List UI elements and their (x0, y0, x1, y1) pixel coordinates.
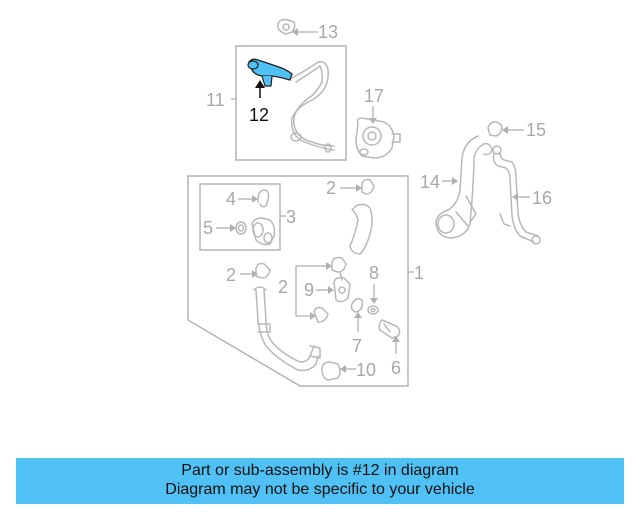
assembly-box-3 (199, 183, 281, 251)
callout-2-left: 2 (226, 265, 236, 285)
part-9-valve (333, 276, 351, 303)
part-8-washer (367, 305, 379, 315)
callout-17: 17 (364, 86, 384, 106)
callout-1: 1 (414, 263, 424, 283)
part-5-oring (235, 221, 247, 235)
part-2-clip-top (361, 178, 375, 195)
callout-13: 13 (318, 22, 338, 42)
callout-2-top: 2 (326, 178, 336, 198)
part-17-pump (355, 117, 401, 159)
part-2-clip-left (255, 262, 271, 279)
part-16-pipe (492, 145, 541, 245)
callout-2-bracket: 2 (278, 277, 288, 297)
assembly-box-11 (235, 45, 347, 161)
parts-diagram: 11 12 13 17 15 14 (187, 18, 552, 387)
callout-7: 7 (352, 336, 362, 356)
callout-16: 16 (532, 188, 552, 208)
part-4-clamp (257, 189, 270, 208)
callout-14: 14 (420, 172, 440, 192)
callout-11: 11 (206, 90, 225, 110)
callout-6: 6 (391, 358, 401, 378)
part-9-valve-top (331, 256, 347, 273)
part-12-hose-fitting[interactable] (247, 58, 293, 87)
part-10-cap (321, 361, 341, 381)
callout-8: 8 (369, 263, 379, 283)
hose-short (349, 203, 373, 255)
callout-9: 9 (304, 280, 314, 300)
part-3-connector (251, 217, 276, 246)
callout-3: 3 (286, 207, 296, 227)
callout-5: 5 (203, 218, 213, 238)
part-2-clip-bottom (313, 306, 329, 323)
assembly-outline-1 (187, 175, 409, 387)
part-7-seal (350, 297, 364, 313)
part-11-pipe (290, 60, 335, 151)
caption-line-1: Part or sub-assembly is #12 in diagram (181, 462, 459, 479)
callout-12: 12 (249, 105, 269, 125)
callout-10: 10 (356, 360, 376, 380)
callout-15: 15 (526, 120, 546, 140)
part-15-clip (487, 121, 503, 137)
callout-4: 4 (226, 189, 236, 209)
part-6-sensor (378, 319, 401, 339)
caption-line-2: Diagram may not be specific to your vehi… (165, 481, 475, 498)
part-13-clip (277, 18, 296, 35)
hose-long (255, 289, 319, 372)
caption-banner: Part or sub-assembly is #12 in diagram D… (16, 458, 624, 504)
part-14-hose (435, 135, 493, 239)
